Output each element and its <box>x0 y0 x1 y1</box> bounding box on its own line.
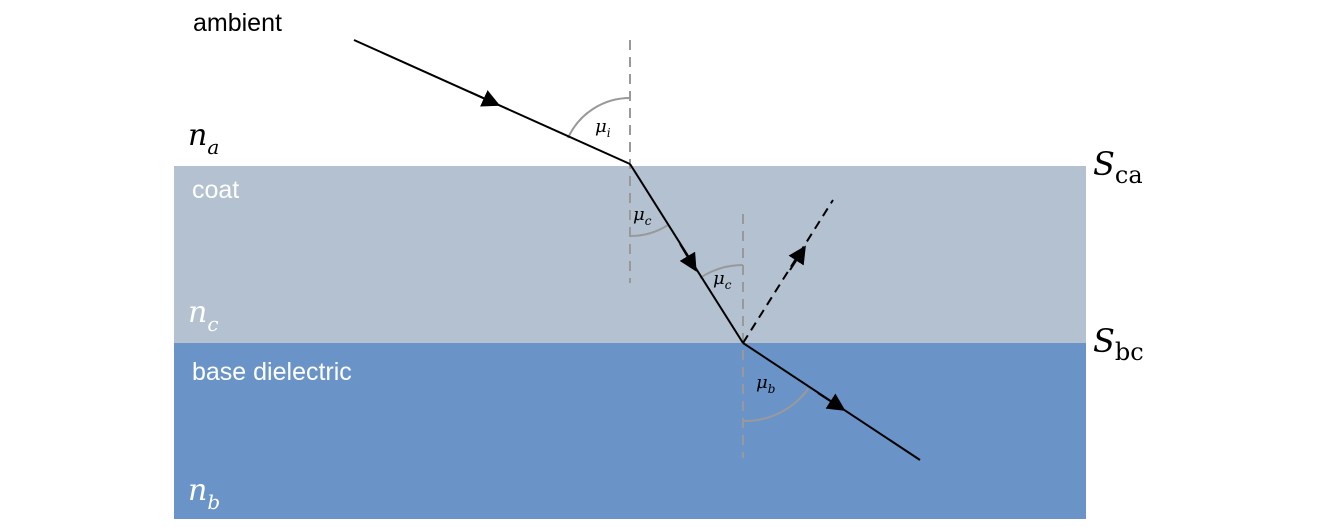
index-label-n-b: nb <box>188 473 220 514</box>
reflected-ray-arrow <box>788 245 806 271</box>
angle-label-mu-i: μi <box>595 116 611 140</box>
incident-ray-arrow <box>469 90 501 107</box>
surface-label-s-bc: Sbc <box>1093 322 1144 366</box>
reflected-ray <box>742 199 834 344</box>
angle-arc-mu-i <box>567 97 631 139</box>
angle-label-mu-c-upper: μc <box>633 204 652 228</box>
angle-label-mu-b: μb <box>756 372 775 396</box>
transmitted-ray-arrow <box>817 392 846 411</box>
coat-label: coat <box>192 176 239 204</box>
surface-label-s-ca: Sca <box>1093 145 1143 189</box>
angle-arc-mu-b <box>742 388 809 423</box>
index-label-n-c: nc <box>188 295 219 336</box>
angle-label-mu-c-lower: μc <box>713 268 732 292</box>
index-label-n-a: na <box>188 118 219 159</box>
angle-arc-mu-c-upper <box>629 224 669 238</box>
base-dielectric-label: base dielectric <box>192 358 352 386</box>
coat-layer <box>174 166 1086 343</box>
base-dielectric-layer <box>174 343 1086 519</box>
refracted-ray-arrow <box>679 243 697 272</box>
angle-arc-mu-c-lower <box>699 264 744 279</box>
ambient-label: ambient <box>193 9 282 37</box>
